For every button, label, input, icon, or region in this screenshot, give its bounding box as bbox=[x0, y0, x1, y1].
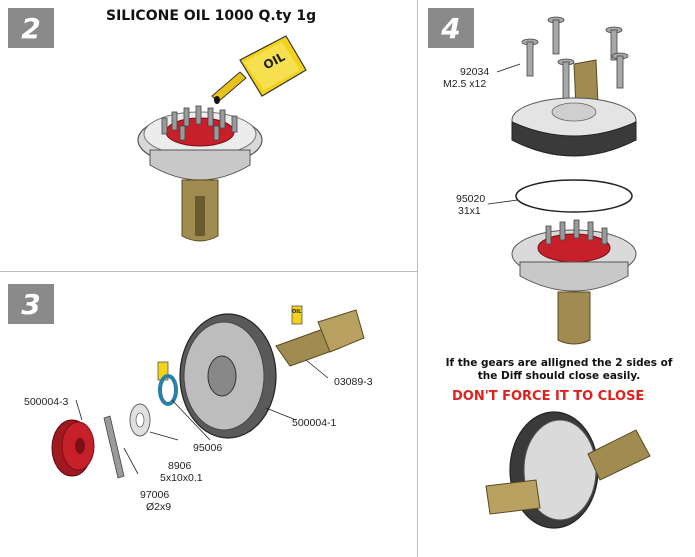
oring-95006 bbox=[158, 374, 178, 406]
part-label-92034: 92034 bbox=[460, 66, 490, 78]
assembly-note-line-1: If the gears are alligned the 2 sides of bbox=[445, 357, 673, 369]
part-label-95006: 95006 bbox=[193, 442, 223, 454]
part-label-97006: 97006 bbox=[140, 489, 170, 501]
outdrive-03089-3 bbox=[275, 309, 365, 367]
step-4-badge: 4 bbox=[428, 8, 474, 48]
part-label-500004-1: 500004-1 bbox=[292, 417, 337, 429]
part-size-92034: M2.5 x12 bbox=[443, 78, 487, 90]
step-2-badge: 2 bbox=[8, 8, 54, 48]
part-label-500004-3: 500004-3 bbox=[24, 396, 69, 408]
oil-drop-icon bbox=[214, 96, 220, 104]
assembly-note-line-2: the Diff should close easily. bbox=[477, 370, 641, 382]
assembly-note: If the gears are alligned the 2 sides of… bbox=[426, 357, 692, 383]
oil-tag-label: OIL bbox=[292, 309, 302, 315]
part-size-8906: 5x10x0.1 bbox=[160, 472, 203, 484]
assembled-diff bbox=[485, 411, 651, 529]
pin-97006 bbox=[103, 415, 125, 479]
part-size-95020: 31x1 bbox=[458, 205, 481, 217]
part-label-8906: 8906 bbox=[168, 460, 192, 472]
gasket-95020 bbox=[515, 179, 633, 213]
step-2-title: SILICONE OIL 1000 Q.ty 1g bbox=[106, 8, 317, 24]
oil-tag-icon bbox=[291, 305, 303, 325]
panel-divider-horizontal bbox=[0, 271, 417, 272]
ring-gear-500004-1 bbox=[179, 313, 277, 439]
panel-divider-vertical bbox=[417, 0, 418, 557]
step-3-exploded-illustration bbox=[51, 305, 365, 479]
warning-text: DON'T FORCE IT TO CLOSE bbox=[452, 389, 645, 404]
oil-bottle-icon bbox=[211, 35, 307, 103]
small-gear-500004-3 bbox=[51, 419, 95, 477]
part-label-95020: 95020 bbox=[456, 193, 486, 205]
step-2-diff-illustration bbox=[137, 35, 307, 242]
part-label-03089-3: 03089-3 bbox=[334, 376, 373, 388]
step-3-badge: 3 bbox=[8, 284, 54, 324]
part-size-97006: Ø2x9 bbox=[146, 501, 172, 513]
